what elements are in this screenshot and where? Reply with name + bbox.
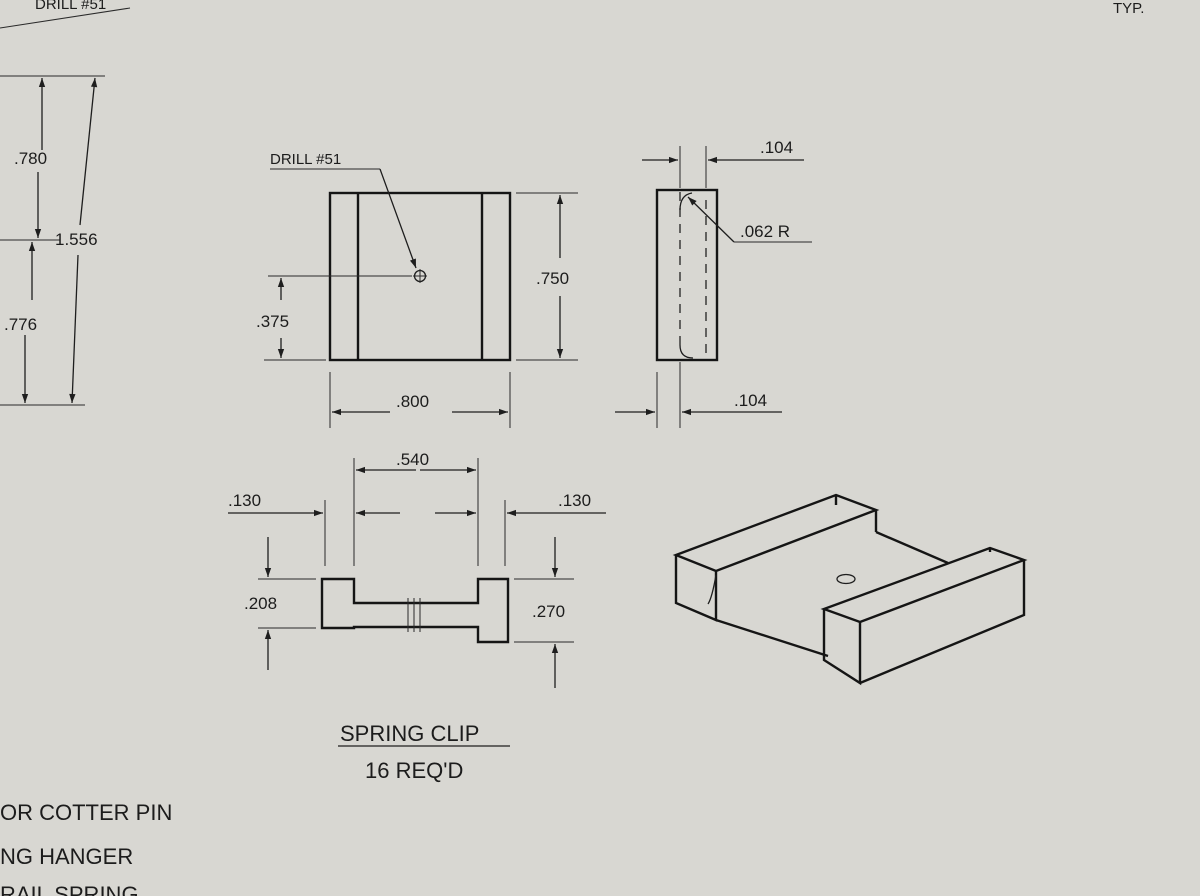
dim-750: .750: [536, 269, 569, 288]
drill-note: DRILL #51: [270, 151, 341, 168]
isometric-view: [672, 493, 1028, 686]
dim-104-top: .104: [760, 138, 793, 157]
title-block: SPRING CLIP 16 REQ'D: [338, 721, 510, 783]
typ-note: TYP.: [1113, 0, 1144, 17]
end-profile: [320, 577, 510, 644]
dim-780: .780: [14, 149, 47, 168]
dim-130-left: .130: [228, 491, 261, 510]
side-outline: [655, 188, 719, 362]
dim-270: .270: [532, 602, 565, 621]
note-hanger: NG HANGER: [0, 844, 133, 869]
dim-208: .208: [244, 594, 277, 613]
front-view: DRILL #51 .375 .750 .800: [256, 151, 578, 428]
side-view: .104 .062 R .104: [615, 138, 812, 428]
iso-drill-hole: [836, 573, 856, 585]
dim-130-right: .130: [558, 491, 591, 510]
note-cotter-pin: OR COTTER PIN: [0, 800, 172, 825]
dim-800: .800: [396, 392, 429, 411]
note-rail-spring: RAIL SPRING: [0, 882, 139, 896]
left-drill-note: DRILL #51: [35, 0, 106, 13]
left-partial-view: DRILL #51 .780 1.556 .776: [0, 0, 131, 406]
bottom-notes: OR COTTER PIN NG HANGER RAIL SPRING: [0, 800, 172, 896]
dim-104-bottom: .104: [734, 391, 767, 410]
dim-1556: 1.556: [55, 230, 98, 249]
bottom-view: .540 .130 .130 .208 .270: [228, 450, 606, 688]
dim-776: .776: [4, 315, 37, 334]
dim-540: .540: [396, 450, 429, 469]
part-quantity: 16 REQ'D: [365, 758, 463, 783]
dim-375: .375: [256, 312, 289, 331]
dim-062-r: .062 R: [740, 222, 790, 241]
part-title: SPRING CLIP: [340, 721, 479, 746]
